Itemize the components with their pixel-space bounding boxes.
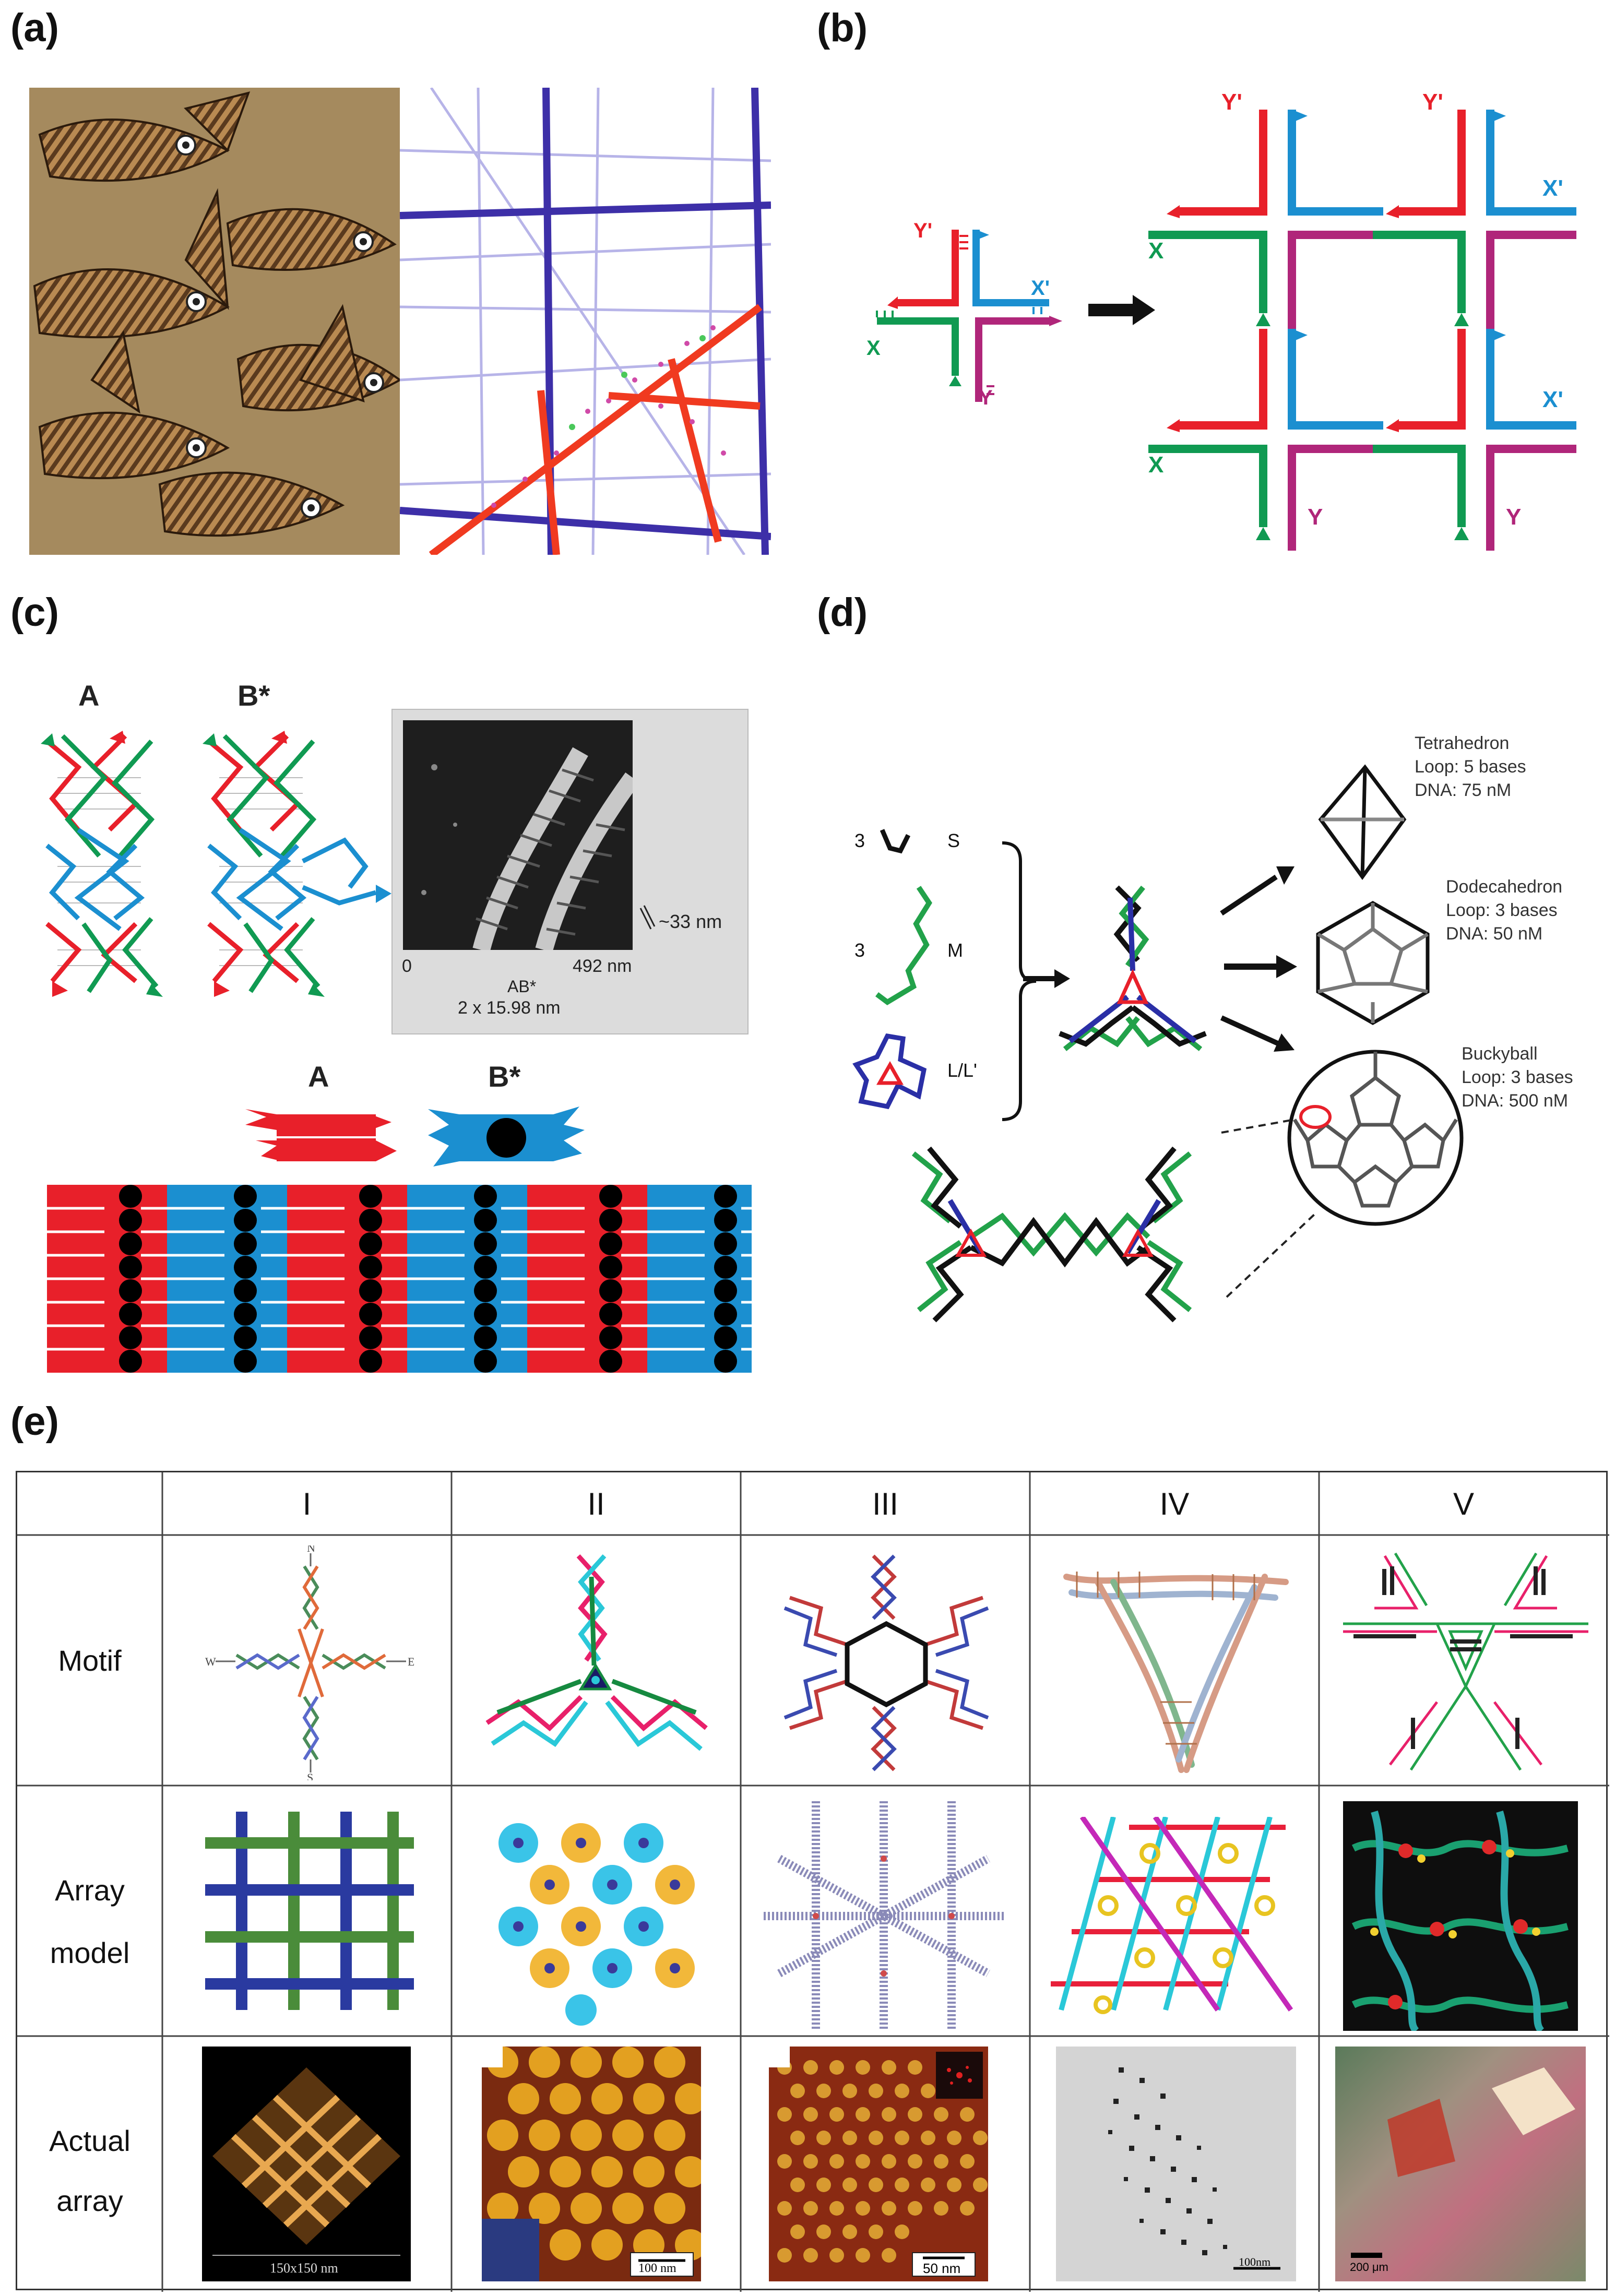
afm-image-box: ~33 nm 0 492 nm AB* 2 x 15.98 nm xyxy=(391,709,749,1034)
array-model-III-kagome xyxy=(764,1801,1004,2031)
dodecahedron-dna: DNA: 50 nM xyxy=(1446,924,1543,944)
dodecahedron-shape xyxy=(1305,898,1441,1028)
legend-b-star-label: B* xyxy=(488,1060,521,1093)
l-strand-icon xyxy=(851,1028,934,1112)
tile-a-title: A xyxy=(78,679,100,712)
s-label: S xyxy=(947,830,960,851)
afm-height-indicator xyxy=(638,903,659,934)
column-header-III: III xyxy=(872,1486,898,1521)
buckyball-loop: Loop: 3 bases xyxy=(1462,1067,1573,1087)
panel-d-label: (d) xyxy=(817,590,868,635)
motif-I-s: S xyxy=(307,1771,313,1780)
afm-sample-label: AB* xyxy=(507,977,537,996)
actual-array-II-scale: 100 nm xyxy=(638,2262,676,2275)
dodecahedron-loop: Loop: 3 bases xyxy=(1446,900,1558,920)
dna-lattice-3d-image xyxy=(400,88,771,555)
arrows-to-polyhedra xyxy=(1216,846,1305,1054)
row-label-array-model-line2: model xyxy=(50,1936,130,1969)
row-label-actual-array-line2: array xyxy=(56,2184,123,2217)
buckyball-name: Buckyball xyxy=(1462,1044,1538,1064)
column-header-I: I xyxy=(302,1486,312,1521)
motif-II-three-point-star xyxy=(477,1545,717,1775)
dx-tile-b-star-diagram xyxy=(193,731,402,1002)
s-strand-icon xyxy=(877,825,919,856)
motif-I-n: N xyxy=(307,1545,315,1554)
escher-fish-image xyxy=(29,88,400,555)
tetrahedron-name: Tetrahedron xyxy=(1415,733,1510,753)
column-header-V: V xyxy=(1453,1486,1475,1521)
tile-x-label: X xyxy=(866,337,881,360)
m-count: 3 xyxy=(854,939,865,961)
afm-axis-end: 492 nm xyxy=(573,956,632,976)
l-label: L/L' xyxy=(947,1060,977,1081)
row-label-motif: Motif xyxy=(58,1644,122,1677)
tetrahedron-shape xyxy=(1315,762,1409,882)
array-model-I-square-grid xyxy=(205,1812,414,2010)
motif-I-e: E xyxy=(408,1655,414,1668)
afm-axis-start: 0 xyxy=(402,956,412,976)
motif-V-sequence-triangle xyxy=(1333,1545,1599,1780)
array-model-V-crystal-render xyxy=(1343,1801,1578,2031)
lattice-x-prime-label-1: X' xyxy=(1542,175,1563,201)
four-arm-tile-diagram: Y' X' X Y xyxy=(856,198,1075,428)
panel-b-label: (b) xyxy=(817,6,868,50)
motif-IV-tensegrity-triangle xyxy=(1056,1545,1296,1780)
assembly-arrow xyxy=(1088,292,1156,329)
lattice-y-prime-label-1: Y' xyxy=(1221,89,1242,115)
buckyball-dna: DNA: 500 nM xyxy=(1462,1091,1569,1111)
afm-micrograph xyxy=(403,720,633,950)
motif-I-w: W xyxy=(205,1655,216,1668)
row-label-actual-array-line1: Actual xyxy=(49,2124,130,2157)
array-model-II-hexagonal xyxy=(477,1806,717,2026)
lattice-x-prime-label-2: X' xyxy=(1542,387,1563,412)
two-by-two-lattice-diagram: Y' Y' X' X' X X Y Y xyxy=(1127,78,1587,558)
dodecahedron-name: Dodecahedron xyxy=(1446,877,1563,897)
actual-array-I-scale: 150x150 nm xyxy=(270,2261,338,2276)
afm-height-label: ~33 nm xyxy=(659,911,722,932)
dashed-connector-lines xyxy=(1216,1117,1321,1305)
dimer-motif xyxy=(908,1138,1211,1331)
legend-tile-b-star xyxy=(428,1104,585,1172)
actual-array-IV-tem: 100nm xyxy=(1056,2047,1296,2281)
legend-a-label: A xyxy=(308,1060,329,1093)
tile-x-prime-label: X' xyxy=(1031,277,1050,300)
afm-period-label: 2 x 15.98 nm xyxy=(458,998,561,1018)
lattice-y-label-2: Y xyxy=(1506,504,1521,530)
actual-array-III-scale: 50 nm xyxy=(923,2261,961,2276)
lattice-y-label-1: Y xyxy=(1308,504,1323,530)
actual-array-V-crystal-photo: 200 μm xyxy=(1335,2047,1586,2281)
tile-b-star-title: B* xyxy=(238,679,270,712)
m-strand-icon xyxy=(872,882,940,1013)
actual-array-I-afm-3d: 150x150 nm xyxy=(202,2047,411,2281)
motif-III-six-point-star xyxy=(774,1551,999,1775)
actual-array-II-afm-hexagonal: 100 nm xyxy=(482,2047,701,2281)
motif-I-cross-tile: N S W E xyxy=(205,1541,414,1784)
buckyball-shape xyxy=(1284,1046,1467,1229)
tetrahedron-dna: DNA: 75 nM xyxy=(1415,780,1512,800)
panel-c-label: (c) xyxy=(10,590,59,635)
comparison-table: I II III IV V Motif Array model Actual a… xyxy=(16,1471,1609,2292)
actual-array-IV-scale: 100nm xyxy=(1239,2255,1271,2268)
tile-y-label: Y xyxy=(979,386,993,409)
lattice-y-prime-label-2: Y' xyxy=(1422,89,1443,115)
column-header-II: II xyxy=(587,1486,605,1521)
actual-array-III-afm-kagome: 50 nm xyxy=(769,2047,988,2281)
tile-y-prime-label: Y' xyxy=(913,219,932,242)
actual-array-V-scale: 200 μm xyxy=(1350,2261,1388,2274)
three-point-star-motif xyxy=(1054,877,1211,1070)
panel-e-label: (e) xyxy=(10,1399,59,1444)
m-label: M xyxy=(947,939,963,961)
dx-tile-a-diagram xyxy=(31,731,172,1002)
lattice-x-label-2: X xyxy=(1148,452,1163,478)
ab-star-array-diagram xyxy=(47,1174,752,1383)
s-count: 3 xyxy=(854,830,865,851)
array-model-IV-rhombic xyxy=(1051,1815,1301,2020)
column-header-IV: IV xyxy=(1159,1486,1190,1521)
tetrahedron-loop: Loop: 5 bases xyxy=(1415,757,1526,777)
lattice-x-label-1: X xyxy=(1148,238,1163,264)
legend-tile-a xyxy=(245,1104,402,1172)
row-label-array-model-line1: Array xyxy=(55,1874,125,1907)
assembly-arrow-d xyxy=(1023,968,1070,989)
panel-a-label: (a) xyxy=(10,6,59,50)
